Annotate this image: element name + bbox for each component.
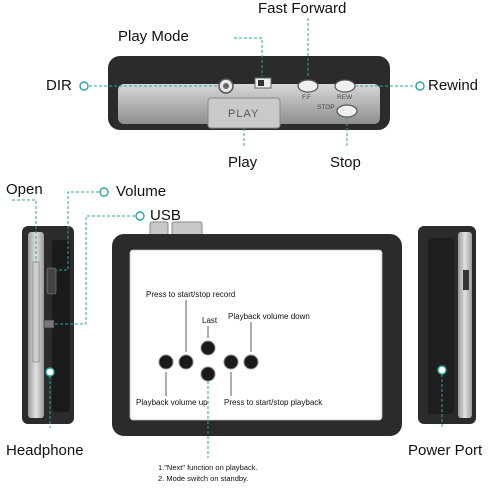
callout-dots	[45, 81, 447, 377]
front-button-next	[200, 366, 216, 382]
stop-key	[336, 104, 358, 118]
dot-power-port	[437, 365, 447, 375]
callout-play-mode: Play Mode	[118, 28, 189, 45]
stop-key-label: STOP	[317, 104, 335, 111]
note-line-2: 2. Mode switch on standby.	[158, 474, 249, 483]
dot-dir	[79, 81, 89, 91]
open-slider	[32, 261, 40, 363]
front-view	[112, 221, 402, 436]
left-side-view	[22, 226, 74, 424]
panel-vol-down-label: Playback volume down	[228, 312, 310, 321]
dot-rewind	[415, 81, 425, 91]
callout-stop: Stop	[330, 154, 361, 171]
callout-open: Open	[6, 181, 43, 198]
volume-wheel	[46, 267, 57, 295]
line-volume	[56, 191, 104, 271]
ff-key	[297, 79, 319, 93]
panel-last-label: Last	[202, 316, 218, 325]
callout-usb: USB	[150, 207, 181, 224]
front-button-playback	[223, 354, 239, 370]
line-play-mode	[234, 37, 263, 76]
dot-volume	[99, 187, 109, 197]
rew-key	[334, 79, 356, 93]
right-side-slot	[463, 270, 469, 290]
right-side-silver	[458, 232, 472, 418]
usb-port	[43, 319, 55, 329]
front-button-record	[178, 354, 194, 370]
front-label-panel	[129, 249, 383, 421]
callout-lines	[12, 18, 443, 428]
dir-dial-center	[223, 83, 229, 89]
callout-dir: DIR	[46, 77, 72, 94]
dot-usb	[135, 211, 145, 221]
callout-rewind: Rewind	[428, 77, 479, 94]
rew-key-label: REW	[337, 94, 353, 101]
callout-volume: Volume	[116, 183, 167, 200]
panel-record-label: Press to start/stop record	[146, 290, 236, 299]
right-side-panel	[428, 238, 454, 414]
left-side-panel	[52, 240, 70, 412]
play-mode-switch-knob	[258, 80, 264, 86]
callout-power-port: Power Port	[408, 442, 483, 459]
ff-key-label: F.F	[302, 94, 312, 101]
front-button-vol-down	[243, 354, 259, 370]
callout-headphone: Headphone	[6, 442, 84, 459]
front-button-last	[200, 340, 216, 356]
panel-vol-up-label: Playback volume up	[136, 398, 208, 407]
dot-headphone	[45, 367, 55, 377]
right-side-view	[418, 226, 476, 424]
callout-fast-forward: Fast Forward	[258, 0, 347, 17]
line-open	[12, 199, 37, 262]
top-view	[108, 56, 390, 130]
line-usb	[54, 215, 140, 325]
panel-playback-label: Press to start/stop playback	[224, 398, 323, 407]
front-button-vol-up	[158, 354, 174, 370]
play-key-label: PLAY	[228, 108, 260, 120]
callout-play: Play	[228, 154, 258, 171]
note-line-1: 1."Next" function on playback.	[158, 463, 258, 472]
